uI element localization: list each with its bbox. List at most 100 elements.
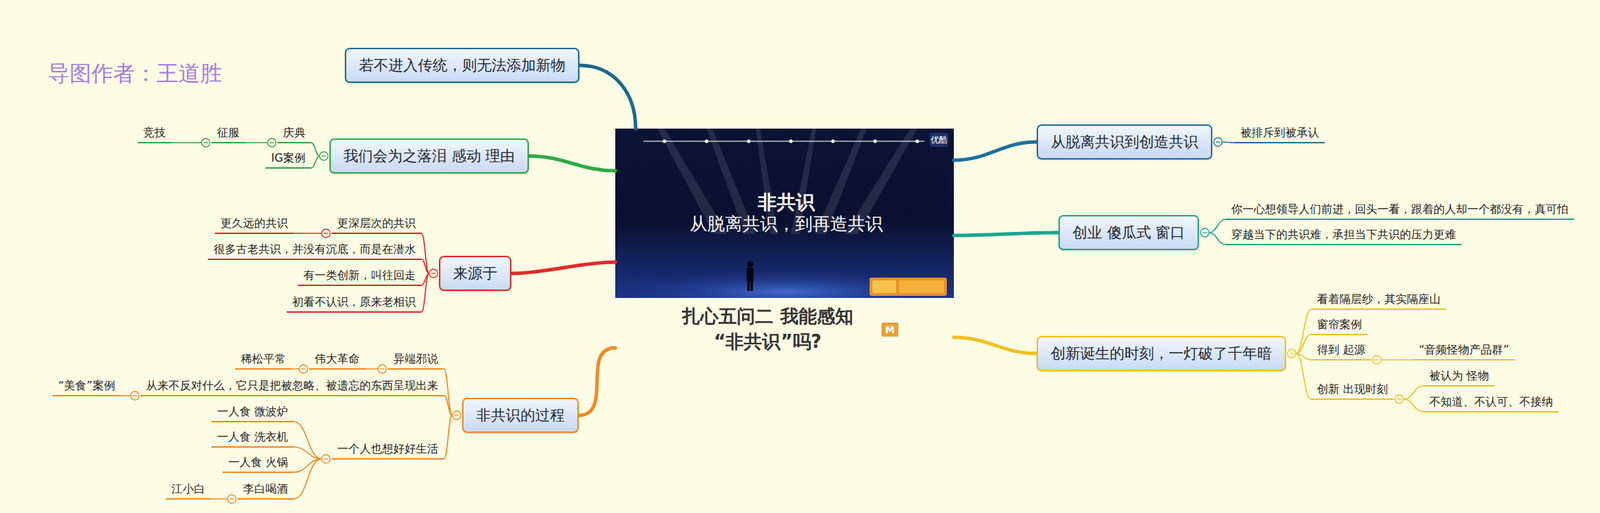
branch-line (1222, 141, 1235, 143)
collapse-icon (267, 138, 277, 147)
branch-line (1208, 232, 1226, 245)
subtopic: 创新 出现时刻 (1311, 379, 1394, 400)
branch-line (421, 233, 430, 274)
branch-line (311, 142, 320, 156)
topic-text: 不知道、不认可、不接纳 (1429, 394, 1553, 409)
collapse-icon (1200, 228, 1209, 237)
branch-line (1295, 334, 1312, 354)
subtopic: 不知道、不认可、不接纳 (1423, 392, 1559, 413)
subtopic: 异端邪说 (387, 349, 444, 370)
top-lights (643, 140, 925, 142)
topic-text: 创业 傻瓜式 窗口 (1072, 224, 1185, 241)
branch-line (421, 273, 430, 312)
topic-text: 有一类创新，叫往回走 (303, 268, 416, 282)
collapse-minus (323, 457, 329, 459)
collapse-icon (1372, 355, 1381, 364)
topic-text: 创新 出现时刻 (1316, 382, 1388, 396)
collapse-icon (299, 364, 308, 373)
branch-line (528, 155, 616, 171)
subtopic: 窗帘案例 (1311, 315, 1368, 336)
collapse-icon (321, 454, 331, 463)
branch-line (291, 368, 300, 370)
collapse-minus (229, 497, 234, 499)
topic-text: “美食”案例 (58, 378, 116, 392)
collapse-icon (227, 494, 236, 503)
collapse-icon (321, 228, 331, 238)
collapse-minus (454, 414, 459, 416)
topic-text: 伟大革命 (314, 351, 360, 366)
branch-line (421, 259, 430, 274)
topic-text: 征服 (217, 125, 240, 140)
branch-line (171, 141, 202, 144)
branch-line (210, 497, 228, 500)
branch-line (443, 395, 453, 416)
topic-text: 创新诞生的时刻，一灯破了千年暗 (1050, 344, 1272, 362)
topic-text: 来源于 (453, 264, 498, 282)
subtopic: 有一类创新，叫往回走 (297, 266, 422, 286)
collapse-minus (132, 394, 137, 396)
branch-line (1295, 309, 1312, 354)
branch-line (443, 368, 453, 416)
subtopic: 被认为 怪物 (1423, 366, 1495, 387)
author-note: 导图作者：王道胜 (47, 58, 222, 89)
topic-text: 江小白 (171, 481, 206, 496)
topic-text: 异端邪说 (393, 351, 439, 366)
show-logo (869, 277, 947, 296)
branch-topic: 若不进入传统，则无法添加新物 (344, 47, 580, 83)
stage-floor (615, 270, 954, 298)
subtopic: 稀松平常 (235, 349, 292, 370)
subtopic: 得到 起源 (1311, 340, 1372, 361)
branch-line (443, 415, 453, 459)
collapse-icon (377, 364, 387, 373)
topic-text: 更深层次的共识 (337, 216, 416, 230)
collapse-icon (1213, 137, 1223, 147)
branch-topic: 我们会为之落泪 感动 理由 (329, 138, 529, 174)
photo-title: 非共识 (757, 189, 815, 215)
branch-line (579, 65, 636, 129)
branch-line (293, 232, 322, 234)
topic-text: 一人食 微波炉 (217, 404, 288, 418)
topic-text: 窗帘案例 (1316, 317, 1362, 331)
branch-line (1380, 358, 1414, 361)
topic-text: 从脱离共识到创造共识 (1050, 133, 1199, 151)
subtopic: 一人食 火锅 (222, 453, 294, 473)
collapse-minus (321, 155, 326, 156)
topic-text: 穿越当下的共识难，承担当下共识的压力更难 (1231, 227, 1457, 241)
topic-text: 你一心想领导人们前进，回头一看，跟着的人却一个都没有，真可怕 (1231, 202, 1569, 216)
subtopic: 一人食 洗衣机 (211, 427, 294, 448)
subtopic: 竞技 (137, 123, 172, 144)
topic-text: 很多古老共识，并没有沉底，而是在潜水 (213, 242, 416, 256)
collapse-minus (323, 232, 329, 234)
topic-text: 稀松平常 (240, 351, 286, 366)
topic-text: 更久远的共识 (220, 216, 288, 230)
topic-text: 竞技 (143, 125, 166, 140)
branch-topic: 非共识的过程 (462, 397, 579, 433)
subtopic: 庆典 (277, 123, 312, 144)
collapse-icon (1287, 349, 1296, 358)
collapse-minus (379, 368, 385, 369)
topic-text: 一人食 火锅 (228, 455, 288, 469)
topic-text: 庆典 (283, 125, 306, 140)
branch-line (311, 155, 320, 168)
branch-line (1208, 219, 1226, 233)
branch-topic: 创新诞生的时刻，一灯破了千年暗 (1036, 335, 1287, 371)
collapse-minus (1289, 352, 1294, 354)
branch-topic: 创业 傻瓜式 窗口 (1058, 214, 1199, 251)
topic-text: 若不进入传统，则无法添加新物 (358, 56, 566, 74)
collapse-icon (452, 410, 461, 420)
subtopic: 一人食 微波炉 (211, 402, 294, 423)
collapse-minus (1202, 231, 1207, 233)
branch-line (293, 421, 322, 459)
branch-topic: 从脱离共识到创造共识 (1036, 124, 1213, 160)
speaker-figure (746, 261, 754, 292)
branch-line (293, 446, 322, 459)
collapse-minus (203, 141, 208, 143)
topic-text: IG案例 (271, 151, 306, 165)
branch-line (511, 261, 616, 274)
subtopic: 穿越当下的共识难，承担当下共识的压力更难 (1225, 225, 1462, 246)
central-topic: 扎心五问二 我能感知“非共识”吗? (615, 128, 954, 361)
topic-text: 从来不反对什么，它只是把被忽略、被遗忘的东西呈现出来 (146, 378, 439, 392)
topic-text: 扎心五问二 我能感知“非共识”吗? (662, 303, 874, 354)
